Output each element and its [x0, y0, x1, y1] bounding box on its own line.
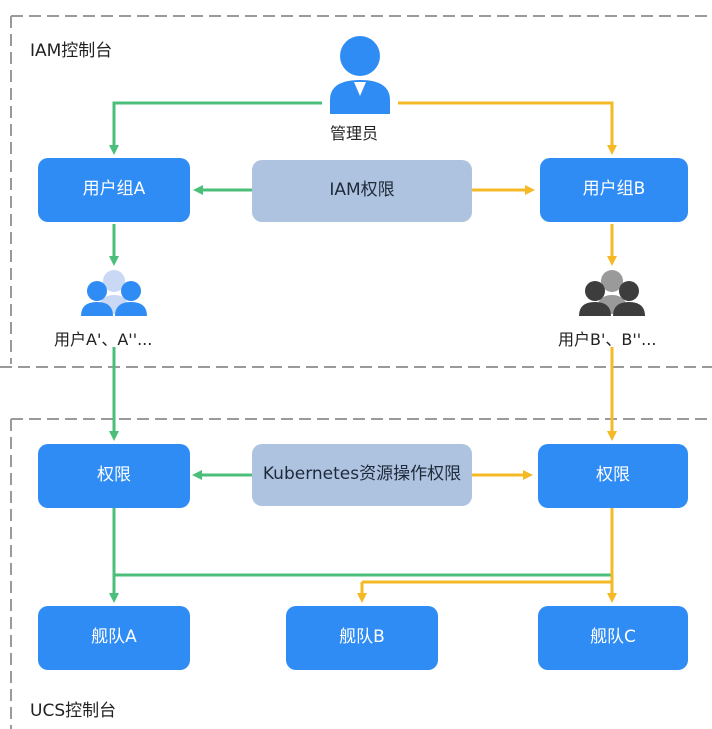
fleet-c-box[interactable]: 舰队C [538, 606, 688, 670]
user-group-a-label: 用户组A [82, 179, 146, 200]
permission-a-label: 权限 [97, 465, 131, 486]
ucs-region-border [10, 418, 712, 729]
user-group-b-box[interactable]: 用户组B [540, 158, 688, 222]
iam-permission-label: IAM权限 [329, 180, 395, 201]
user-group-a-box[interactable]: 用户组A [38, 158, 190, 222]
iam-permission-box[interactable]: IAM权限 [252, 160, 472, 222]
permission-b-box[interactable]: 权限 [538, 444, 688, 508]
permission-b-label: 权限 [596, 465, 630, 486]
iam-region-label: IAM控制台 [30, 41, 113, 61]
yellow-connectors [357, 101, 617, 603]
fleet-c-label: 舰队C [590, 627, 636, 648]
permission-a-to-fleets-line [112, 508, 612, 577]
k8s-permission-label: Kubernetes资源操作权限 [262, 464, 462, 485]
users-b-label: 用户B'、B''... [558, 330, 657, 349]
users-b-icon [579, 270, 645, 316]
permission-a-box[interactable]: 权限 [38, 444, 190, 508]
ucs-region-label: UCS控制台 [30, 701, 117, 721]
admin-to-group-b-arrow [398, 101, 617, 155]
fleet-b-label: 舰队B [339, 627, 385, 648]
fleet-b-box[interactable]: 舰队B [286, 606, 438, 670]
users-a-icon [81, 270, 147, 316]
permission-b-to-fleets-line [362, 508, 614, 584]
green-connectors [109, 101, 612, 603]
users-a-label: 用户A'、A''... [54, 330, 153, 349]
k8s-permission-box[interactable]: Kubernetes资源操作权限 [252, 444, 472, 506]
admin-icon [330, 36, 390, 114]
iam-region-border [0, 15, 712, 368]
admin-to-group-a-arrow [109, 101, 322, 155]
fleet-a-box[interactable]: 舰队A [38, 606, 190, 670]
fleet-a-label: 舰队A [91, 627, 137, 648]
user-group-b-label: 用户组B [582, 179, 646, 200]
admin-label: 管理员 [330, 124, 379, 143]
